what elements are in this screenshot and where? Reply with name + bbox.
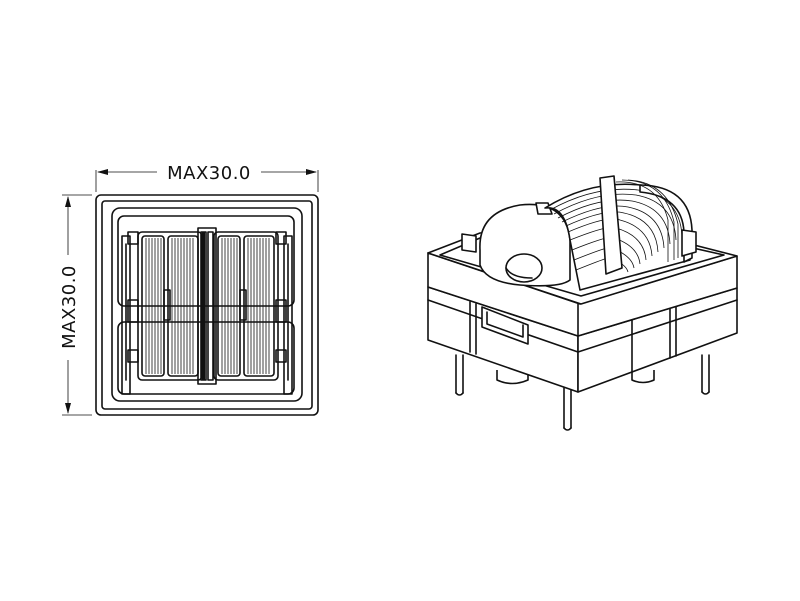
height-dimension-label: MAX30.0 [59, 265, 80, 349]
height-dimension: MAX30.0 [59, 194, 92, 416]
top-view: MAX30.0 MAX30.0 [59, 163, 319, 416]
width-dimension: MAX30.0 [95, 163, 319, 192]
width-dimension-label: MAX30.0 [167, 163, 251, 184]
isometric-view [427, 175, 738, 431]
